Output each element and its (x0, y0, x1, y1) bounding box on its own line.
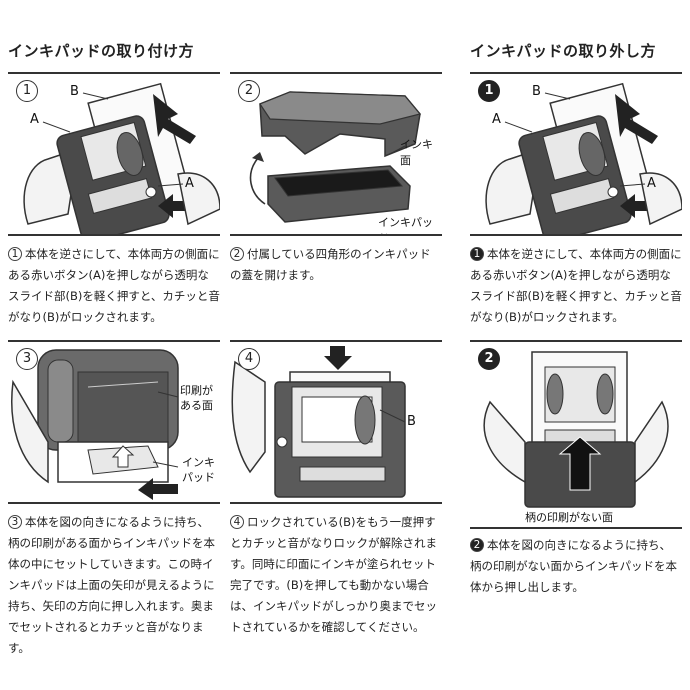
illustration-remove-step-1 (485, 82, 682, 234)
caption-remove-number-2: 2 (470, 538, 484, 552)
label-a-left: A (492, 112, 501, 127)
label-b: B (70, 84, 79, 99)
panel-remove-step-2: 2 柄の印刷がない面 (470, 340, 682, 529)
remove-step-number-2: 2 (478, 348, 500, 370)
panel-step-2: 2 インキ面 インキパッド (230, 72, 442, 236)
panel-step-4: 4 B (230, 340, 442, 504)
right-section-title: インキパッドの取り外し方 (470, 42, 657, 60)
label-printed-side-2: ある面 (180, 399, 213, 412)
caption-text-1: 本体を逆さにして、本体両方の側面にある赤いボタン(A)を押しながら透明なスライド… (8, 247, 220, 324)
label-ink-surface: インキ面 (400, 138, 433, 167)
remove-step-number-1: 1 (478, 80, 500, 102)
caption-number-2: 2 (230, 247, 244, 261)
illustration-step-4 (231, 346, 406, 498)
caption-text-3: 本体を図の向きになるように持ち、柄の印刷がある面からインキパッドを本体の中にセッ… (8, 515, 215, 655)
step-number-4: 4 (238, 348, 260, 370)
label-a-right: A (185, 176, 194, 191)
step-number-1: 1 (16, 80, 38, 102)
label-b: B (407, 414, 416, 429)
label-ink-pad: インキパッド (378, 216, 433, 234)
caption-number-3: 3 (8, 515, 22, 529)
caption-remove-number-1: 1 (470, 247, 484, 261)
caption-number-1: 1 (8, 247, 22, 261)
caption-text-2: 付属している四角形のインキパッドの蓋を開けます。 (230, 247, 431, 282)
label-pad-2: パッド (182, 471, 215, 484)
label-unprinted-side: 柄の印刷がない面 (525, 511, 613, 524)
caption-remove-text-2: 本体を図の向きになるように持ち、柄の印刷がない面からインキパッドを本体から押し出… (470, 538, 677, 594)
illustration-step-3 (11, 349, 179, 500)
panel-remove-step-1: 1 B A A (470, 72, 682, 236)
left-section-title: インキパッドの取り付け方 (8, 42, 195, 60)
caption-number-4: 4 (230, 515, 244, 529)
illustration-remove-step-2 (483, 351, 669, 508)
step-number-2: 2 (238, 80, 260, 102)
step-number-3: 3 (16, 348, 38, 370)
label-printed-side-1: 印刷が (180, 384, 213, 397)
illustration-step-2 (249, 91, 422, 223)
caption-text-4: ロックされている(B)をもう一度押すとカチッと音がなりロックが解除されます。同時… (230, 515, 437, 634)
label-a-right: A (647, 176, 656, 191)
illustration-step-1 (23, 82, 220, 234)
panel-step-1: 1 B A A (8, 72, 220, 236)
label-b: B (532, 84, 541, 99)
label-a-left: A (30, 112, 39, 127)
panel-step-3: 3 印刷が ある面 インキ パッド (8, 340, 220, 504)
label-pad-1: インキ (182, 456, 215, 469)
caption-remove-text-1: 本体を逆さにして、本体両方の側面にある赤いボタン(A)を押しながら透明なスライド… (470, 247, 682, 324)
